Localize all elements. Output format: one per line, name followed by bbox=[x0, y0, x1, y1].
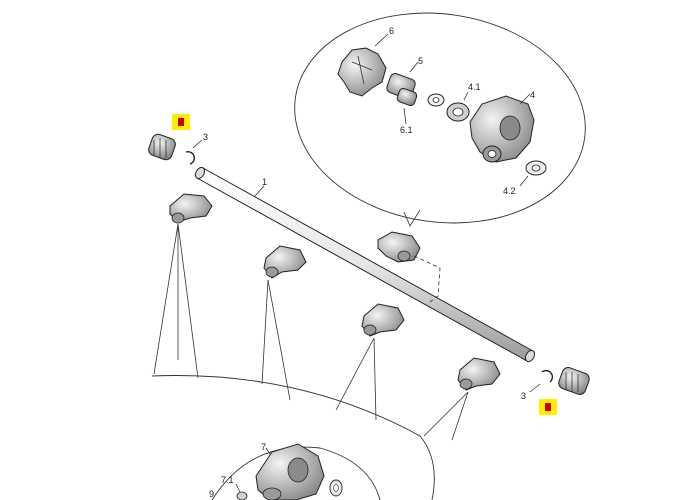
leader-4-2 bbox=[519, 175, 529, 187]
part-washer-bottom bbox=[329, 479, 343, 497]
part-7-1-ring bbox=[236, 491, 248, 500]
part-3-clip-right bbox=[541, 369, 554, 383]
part-6-knob bbox=[337, 47, 387, 97]
detail-callout-top bbox=[294, 12, 586, 227]
leader-5 bbox=[409, 61, 419, 73]
label-7: 7 bbox=[261, 442, 266, 452]
part-washer-small-hole bbox=[432, 97, 440, 103]
label-4-1: 4.1 bbox=[468, 82, 481, 92]
leader-7 bbox=[265, 447, 271, 455]
leader-1 bbox=[254, 185, 265, 197]
label-3-right: 3 bbox=[521, 391, 526, 401]
part-7-nozzle-body bbox=[255, 443, 325, 500]
part-5-spindle bbox=[386, 73, 418, 107]
leader-6-1 bbox=[403, 107, 407, 125]
assembly-dash-line bbox=[413, 255, 441, 303]
label-7-1: 7.1 bbox=[221, 475, 234, 485]
nozzle-holder-1 bbox=[169, 193, 213, 224]
detail-ellipse-top bbox=[294, 12, 586, 224]
leader-4-1 bbox=[463, 91, 469, 101]
label-6-1: 6.1 bbox=[400, 125, 413, 135]
nozzle-holder-4 bbox=[457, 357, 501, 391]
detail-ellipse-bottom-inner bbox=[211, 446, 381, 500]
marker-core-right bbox=[545, 403, 551, 411]
nozzle-holder-3 bbox=[361, 303, 405, 337]
leader-7-1 bbox=[235, 483, 241, 493]
nozzle-holder-2 bbox=[263, 245, 307, 279]
boom-tube-end-left bbox=[194, 166, 206, 180]
part-4-2-washer bbox=[525, 160, 547, 176]
label-6: 6 bbox=[389, 26, 394, 36]
label-4-2: 4.2 bbox=[503, 186, 516, 196]
part-3-clip-left bbox=[185, 150, 196, 165]
leader-3-left bbox=[192, 139, 203, 149]
label-4: 4 bbox=[530, 90, 535, 100]
boom-tube-end-right bbox=[524, 349, 536, 363]
label-1: 1 bbox=[262, 177, 267, 187]
leader-4 bbox=[519, 93, 531, 105]
label-9: 9 bbox=[209, 489, 214, 499]
part-1-boom-tube bbox=[194, 166, 536, 363]
part-end-plug-right bbox=[558, 367, 590, 395]
part-4-1-seal bbox=[446, 102, 470, 122]
nozzle-holder-center bbox=[377, 231, 421, 263]
leader-6 bbox=[374, 33, 389, 47]
spray-fan-lines bbox=[153, 223, 469, 441]
marker-core-left bbox=[178, 118, 184, 126]
label-5: 5 bbox=[418, 56, 423, 66]
detail-pointer-top bbox=[403, 209, 421, 227]
part-end-plug-left bbox=[148, 133, 176, 161]
detail-ellipse-bottom bbox=[151, 375, 435, 500]
part-4-valve-body bbox=[469, 95, 535, 163]
leader-3-right bbox=[529, 383, 541, 393]
label-3-left: 3 bbox=[203, 132, 208, 142]
